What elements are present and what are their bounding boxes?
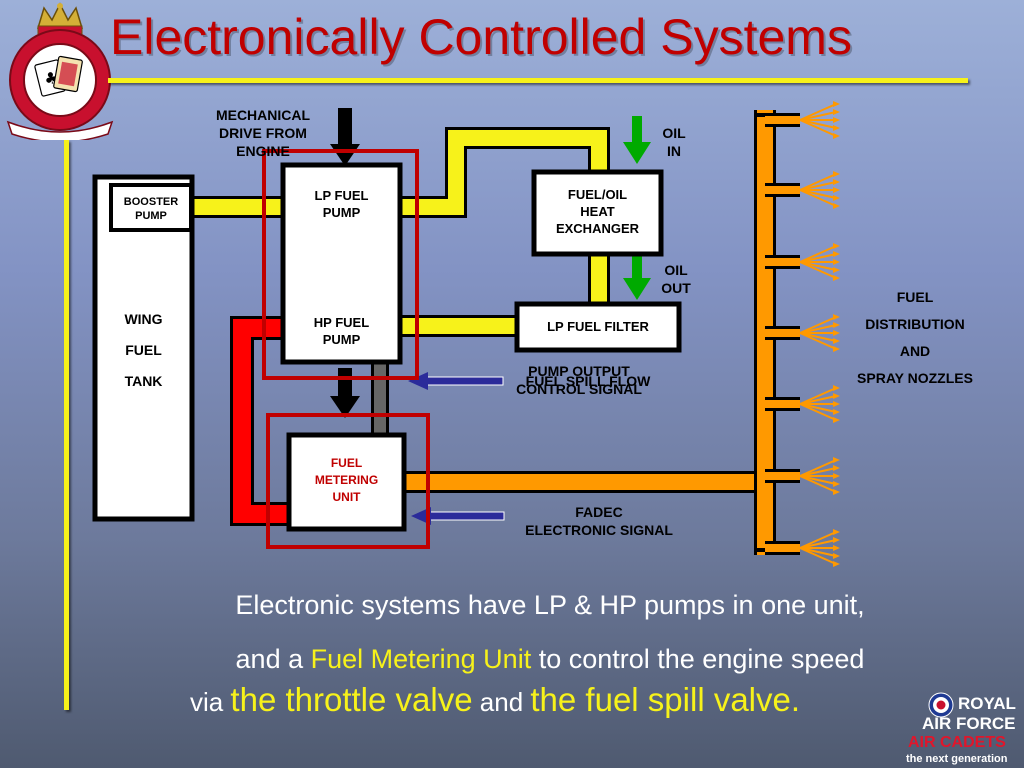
fuel-distribution-label: FUEL DISTRIBUTION AND SPRAY NOZZLES: [857, 289, 973, 386]
oil-out-label: OIL OUT: [661, 262, 691, 296]
raf-logo-line-1: ROYAL: [958, 694, 1016, 713]
lp-fuel-pump-label: LP FUEL PUMP: [314, 188, 369, 220]
raf-logo-line-3: AIR CADETS: [908, 734, 1006, 751]
pump-output-control-signal-label: PUMP OUTPUT CONTROL SIGNAL: [516, 363, 642, 397]
oil-in-label: OIL IN: [662, 125, 686, 159]
spray-nozzle-2: [765, 171, 840, 209]
mechanical-drive-label: MECHANICAL DRIVE FROM ENGINE: [215, 107, 311, 159]
caption-line-3-middle: and: [472, 687, 531, 717]
spray-nozzle-7: [765, 529, 840, 567]
left-vertical-rule: [64, 140, 69, 710]
spray-nozzle-5: [765, 385, 840, 423]
slide-title: Electronically Controlled Systems: [110, 9, 852, 65]
caption-line-3-prefix: via: [189, 687, 231, 717]
fuel-metering-unit-highlight: Fuel Metering Unit: [310, 644, 532, 674]
fuel-pump-box: [280, 162, 403, 365]
fuel-spill-valve-highlight: the fuel spill valve.: [530, 681, 801, 718]
wing-fuel-tank-label: WING FUEL TANK: [124, 311, 163, 389]
fuel-metering-unit-label: FUEL METERING UNIT: [314, 456, 379, 504]
fmu-highlight-frame: [266, 413, 430, 549]
oil-in-arrow: [623, 116, 651, 164]
raf-air-cadets-logo: ROYAL AIR FORCE AIR CADETS the next gene…: [902, 688, 1024, 768]
hp-fuel-pump-label: HP FUEL PUMP: [313, 315, 370, 347]
spray-nozzles: [765, 101, 840, 567]
pump-to-fmu-arrow: [330, 368, 360, 418]
spray-nozzle-1: [765, 101, 840, 139]
spray-nozzle-4: [765, 314, 840, 352]
pump-control-signal-arrow: [408, 372, 504, 390]
oil-out-arrow: [623, 254, 651, 300]
throttle-valve-highlight: the throttle valve: [230, 681, 473, 718]
spray-nozzle-3: [765, 243, 840, 281]
raf-logo-line-2: AIR FORCE: [922, 714, 1016, 733]
fuel-spill-line: [371, 362, 389, 436]
pump-highlight-frame: [262, 149, 419, 380]
caption-line-3: via the throttle valve and the fuel spil…: [80, 681, 910, 719]
fadec-signal-arrow: [411, 507, 505, 525]
squadron-crest-logo: ♣: [6, 2, 114, 140]
heat-exchanger-box: [531, 169, 664, 257]
fuel-metering-unit-box: [286, 432, 407, 532]
spray-nozzle-6: [765, 457, 840, 495]
raf-roundel-icon: [928, 692, 954, 718]
lp-fuel-filter-label: LP FUEL FILTER: [547, 319, 649, 334]
caption-line-2-suffix: to control the engine speed: [531, 644, 865, 674]
playing-cards-icon: ♣: [34, 55, 83, 97]
caption-line-2: and a Fuel Metering Unit to control the …: [80, 644, 1020, 675]
booster-pump-box: [109, 183, 193, 232]
title-underline: [108, 78, 968, 83]
mechanical-drive-arrow: [330, 108, 360, 166]
caption-line-2-prefix: and a: [235, 644, 311, 674]
fuel-spill-flow-label: FUEL SPILL FLOW: [525, 373, 651, 389]
lp-fuel-filter-box: [514, 301, 682, 353]
raf-logo-line-4: the next generation: [906, 753, 1008, 765]
caption-line-1: Electronic systems have LP & HP pumps in…: [235, 590, 865, 620]
heat-exchanger-label: FUEL/OIL HEAT EXCHANGER: [555, 187, 640, 236]
booster-pump-label: BOOSTER PUMP: [123, 196, 179, 222]
fuel-system-diagram: [92, 101, 840, 567]
wing-fuel-tank-box: [92, 174, 195, 522]
lp-fuel-lines: [192, 127, 610, 337]
fadec-signal-label: FADEC ELECTRONIC SIGNAL: [525, 504, 673, 538]
